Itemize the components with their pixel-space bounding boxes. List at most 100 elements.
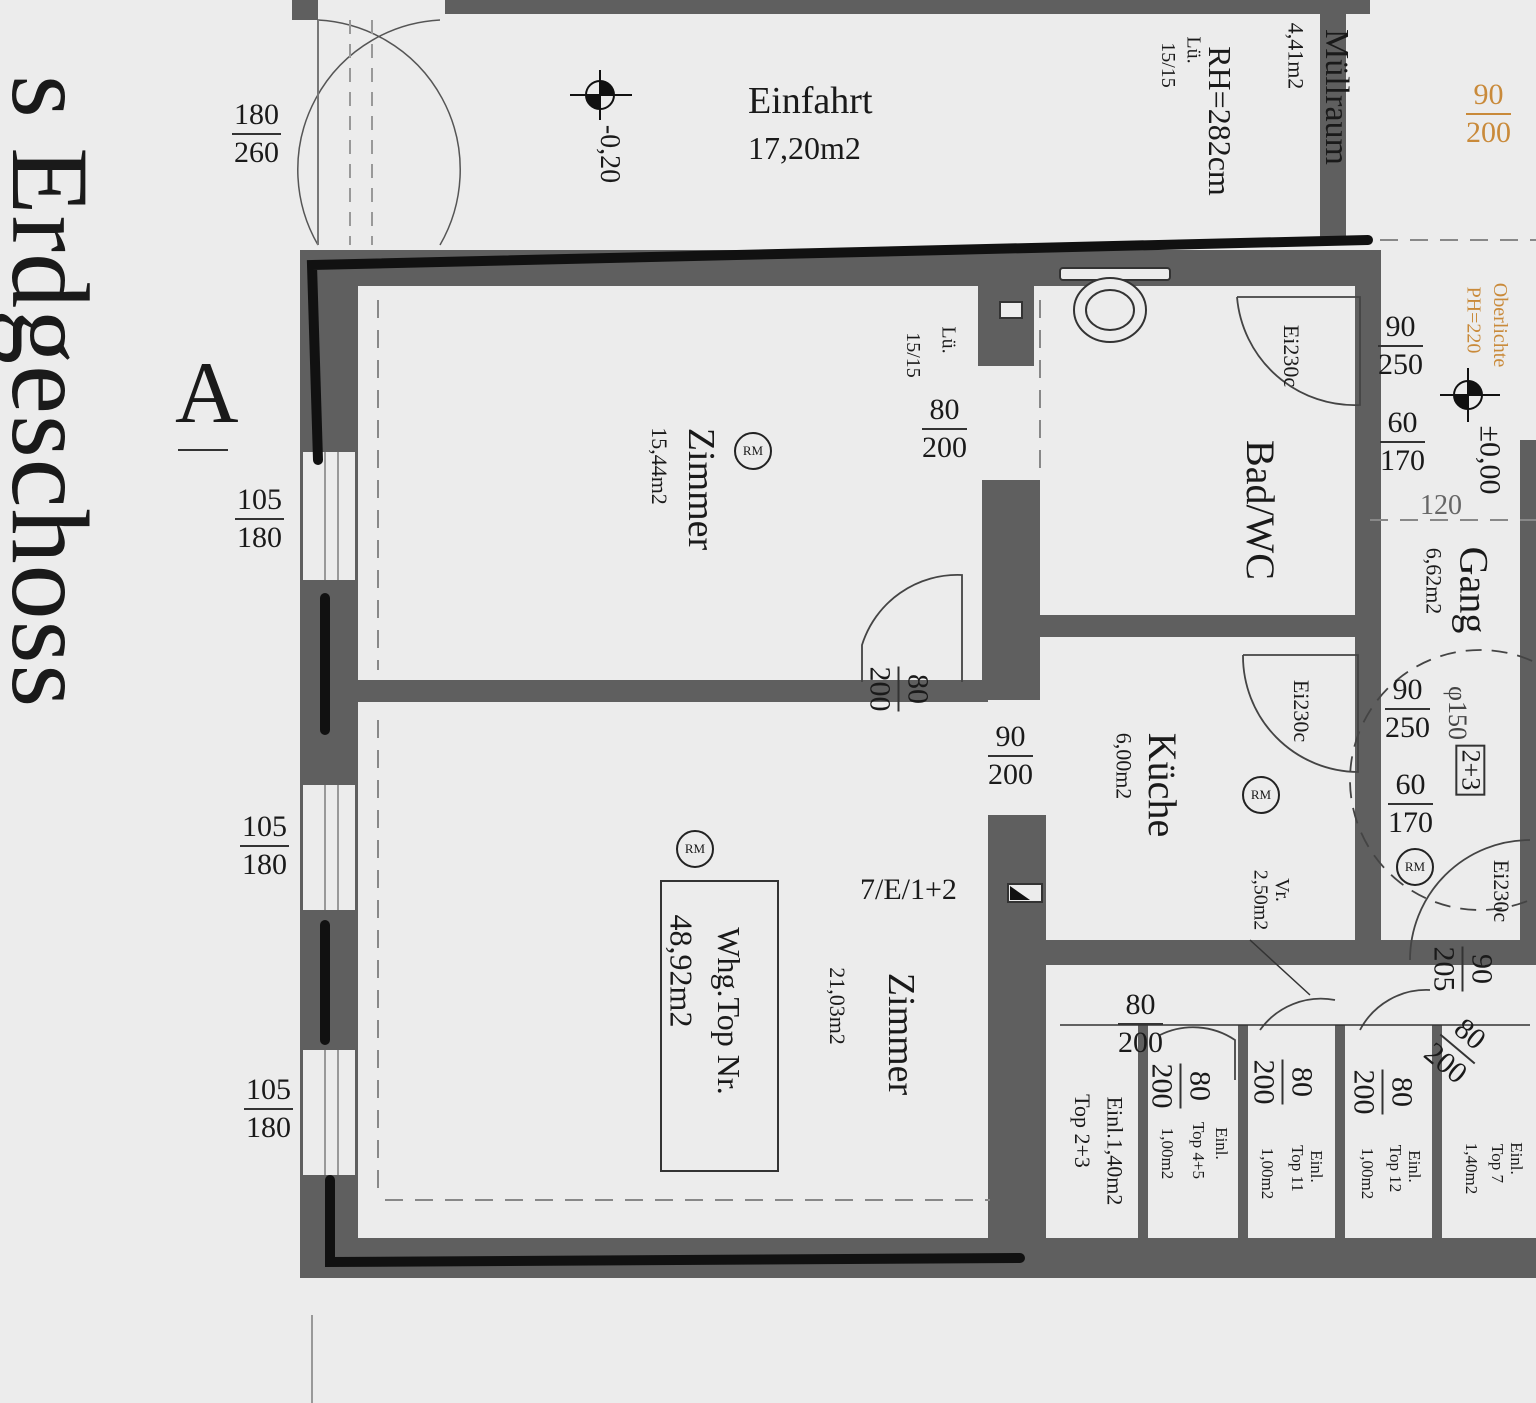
room-zimmer2-area: 21,03m2: [824, 967, 850, 1045]
einl-top12-top: Top 12: [1386, 1144, 1406, 1193]
muellraum-lue-label: Lü.: [1182, 36, 1205, 64]
room-muellraum-height: RH=282cm: [1201, 46, 1238, 196]
door-swing-kitchen: [1242, 654, 1359, 773]
room-vr-area: 2,50m2: [1249, 869, 1272, 931]
lue-small-value: 15/15: [901, 332, 924, 378]
level-inside: ±0,00: [1473, 425, 1507, 495]
muellraum-lue-value: 15/15: [1156, 42, 1179, 88]
einl-top45-label: Einl.: [1211, 1127, 1231, 1160]
door-swing-bath: [1236, 296, 1361, 406]
level-marker-inside: [1440, 368, 1500, 422]
ph220-label: PH=220: [1462, 286, 1485, 354]
door-swing-einl-3: [1359, 989, 1431, 1031]
einl-top45-area: 1,00m2: [1158, 1127, 1178, 1180]
toilet-fixture: [1059, 267, 1171, 343]
gate-swing-1: [297, 19, 441, 246]
window-1: [303, 452, 355, 580]
einl-top11-top: Top 11: [1287, 1145, 1307, 1192]
wall-top-left: [292, 0, 318, 20]
room-kueche-name: Küche: [1140, 732, 1186, 838]
door-swing-einl-1: [1159, 1026, 1236, 1080]
window-3: [303, 1050, 355, 1175]
wall-gang-right: [1520, 440, 1536, 960]
room-zimmer1-area: 15,44m2: [646, 427, 672, 505]
room-einfahrt-area: 17,20m2: [748, 130, 861, 166]
einl-top23-label: Einl.1,40m2: [1102, 1096, 1128, 1206]
gate-swing-2: [317, 19, 461, 246]
wall-einl-2: [1238, 1025, 1248, 1240]
unit-code: 7/E/1+2: [860, 873, 957, 906]
room-gang-area: 6,62m2: [1421, 547, 1447, 615]
window-2: [303, 785, 355, 910]
wall-bath-kitchen: [1040, 615, 1360, 637]
wall-kitchen-left: [988, 815, 1046, 1245]
room-zimmer1-name: Zimmer: [680, 427, 723, 551]
einl-top12-label: Einl.: [1404, 1150, 1424, 1183]
wall-zimmer-divider: [358, 680, 988, 702]
wall-muell: [1320, 0, 1346, 240]
level-outside: -0,20: [594, 124, 626, 184]
rm-marker-3: RM: [1242, 776, 1280, 814]
einl-top11-area: 1,00m2: [1258, 1147, 1278, 1200]
turning-circle: [1349, 649, 1536, 911]
wall-einl-1: [1138, 1025, 1148, 1240]
rm-marker-1: RM: [734, 432, 772, 470]
door-fire-rating-gang: Ei230c: [1489, 859, 1515, 923]
door-fire-rating-kitchen: Ei230c: [1289, 679, 1315, 743]
wall-kitchen-bottom: [1046, 940, 1536, 965]
wall-bath-left-mid: [982, 480, 1040, 700]
einl-top7-label: Einl.: [1506, 1142, 1526, 1175]
level-marker-outside: [570, 70, 632, 120]
phi150-label: φ150: [1443, 685, 1473, 741]
oberlichte-label: Oberlichte: [1489, 282, 1512, 368]
unit-label: Whg.Top Nr.: [710, 927, 747, 1095]
room-zimmer2-name: Zimmer: [880, 972, 923, 1096]
wall-bold-outline: [306, 235, 1373, 1268]
door-fire-rating-bath: Ei230c: [1279, 324, 1305, 388]
einl-top11-label: Einl.: [1306, 1150, 1326, 1183]
room-bad-name: Bad/WC: [1237, 440, 1283, 580]
room-muellraum-area: 4,41m2: [1283, 22, 1309, 90]
rm-marker-2: RM: [676, 830, 714, 868]
wall-top-mid: [445, 0, 1370, 14]
einl-top7-top: Top 7: [1487, 1144, 1507, 1183]
einl-top45-top: Top 4+5: [1189, 1121, 1209, 1180]
einl-top23-top: Top 2+3: [1069, 1094, 1095, 1168]
room-kueche-area: 6,00m2: [1111, 732, 1137, 800]
wall-einl-3: [1335, 1025, 1345, 1240]
width-120: 120: [1420, 490, 1462, 521]
wall-einl-4: [1432, 1025, 1442, 1240]
door-swing-gang: [1409, 839, 1531, 961]
einl-top7-area: 1,40m2: [1462, 1142, 1482, 1195]
room-muellraum-name: Müllraum: [1317, 29, 1355, 165]
wall-bath-left-upper: [978, 278, 1034, 366]
plan-title: s Erdgeschoss: [0, 75, 111, 709]
room-einfahrt-name: Einfahrt: [748, 80, 873, 122]
lue-small-label: Lü.: [937, 326, 960, 354]
einl-top12-area: 1,00m2: [1358, 1147, 1378, 1200]
rm-marker-4: RM: [1396, 848, 1434, 886]
room-gang-name: Gang: [1451, 546, 1497, 634]
section-marker-a: A: [175, 345, 239, 442]
door-swing-zimmer1: [861, 574, 963, 682]
unit-area: 48,92m2: [663, 914, 700, 1028]
room-vr-name: Vr.: [1270, 878, 1293, 902]
two-plus-three-label: 2+3: [1455, 744, 1486, 796]
